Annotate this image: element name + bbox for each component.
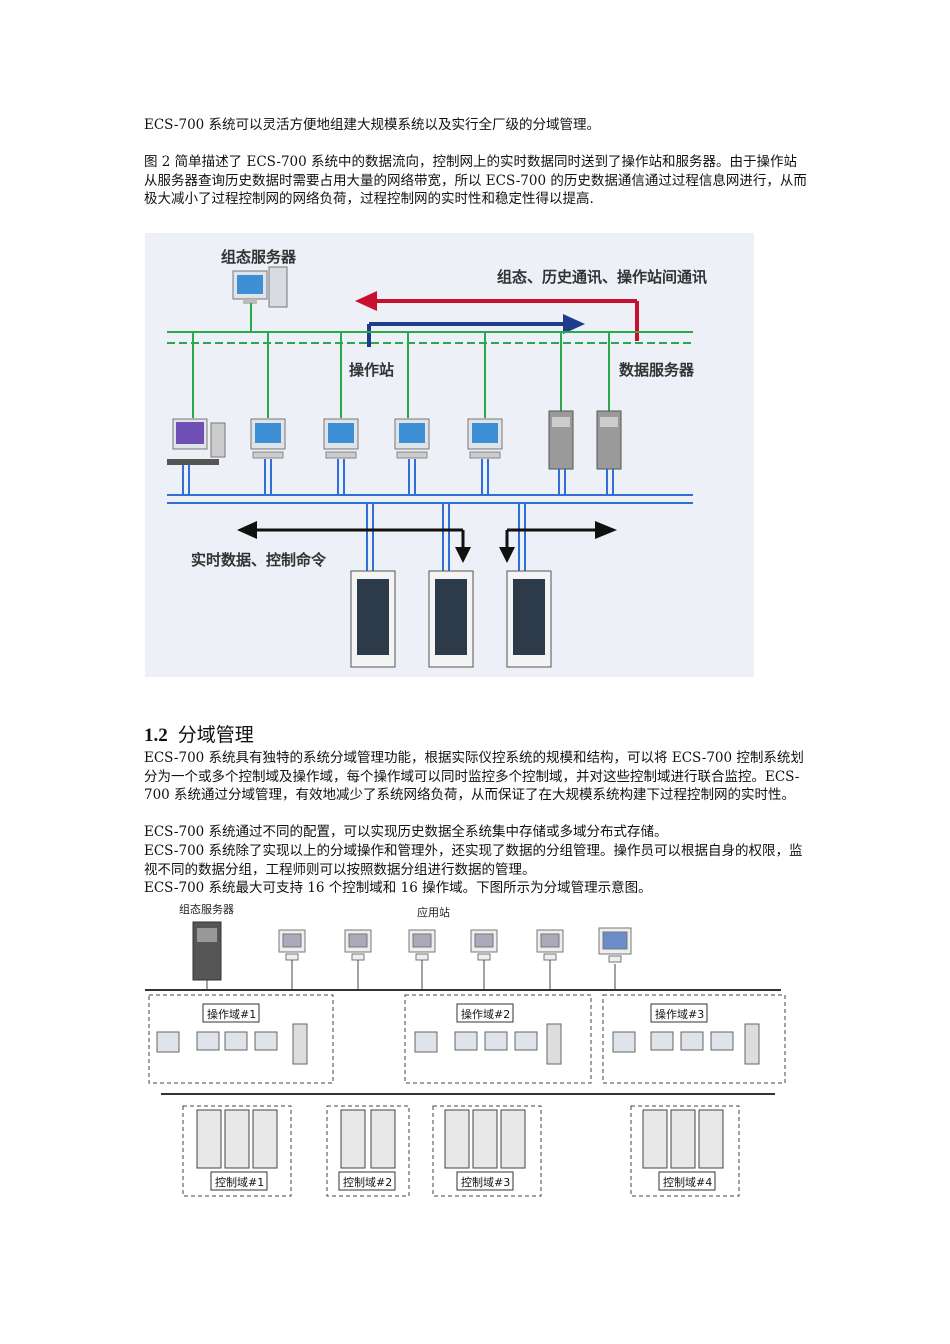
op-domain-box: [148, 994, 334, 1084]
control-cabinet-icon: [428, 570, 474, 668]
app-station-icon: [536, 929, 564, 961]
paragraph-3: ECS-700 系统具有独特的系统分域管理功能，根据实际仪控系统的规模和结构，可…: [144, 750, 804, 804]
figure-domain-management: 组态服务器 应用站 操作域#1 操作域#2 操作域#3 控制域#1: [145, 902, 786, 1197]
figure-data-flow: 组态服务器 组态、历史通讯、操作站间通讯 操作站 数据服务器: [145, 233, 754, 677]
ctrl-domain-label-3: 控制域#3: [461, 1175, 510, 1189]
operator-station-label: 操作站: [349, 361, 394, 379]
app-station-icon: [408, 929, 436, 961]
app-station-icon: [278, 929, 306, 961]
cabinet-icon: [444, 1109, 526, 1169]
command-arrow-head: [595, 521, 617, 539]
realtime-flow-label: 实时数据、控制命令: [191, 551, 327, 569]
ctrl-domain-label-1: 控制域#1: [215, 1175, 264, 1189]
paragraph-4: ECS-700 系统通过不同的配置，可以实现历史数据全系统集中存储或多域分布式存…: [144, 824, 668, 840]
ctrl-domain-box: [432, 1105, 542, 1197]
paragraph-5: ECS-700 系统除了实现以上的分域操作和管理外，还实现了数据的分组管理。操作…: [144, 843, 803, 878]
top-flow-label: 组态、历史通讯、操作站间通讯: [497, 268, 707, 286]
op-station-icon: [612, 1023, 760, 1065]
app-station-label: 应用站: [417, 905, 450, 919]
paragraph-6: ECS-700 系统最大可支持 16 个控制域和 16 操作域。下图所示为分域管…: [144, 880, 652, 896]
op-domain-label-1: 操作域#1: [207, 1007, 256, 1021]
ctrl-domain-label-4: 控制域#4: [663, 1175, 712, 1189]
op-domain-label-2: 操作域#2: [461, 1007, 510, 1021]
op-station-icon: [156, 1023, 308, 1065]
app-station-icon: [344, 929, 372, 961]
ctrl-domain-box: [326, 1105, 410, 1197]
cabinet-icon: [340, 1109, 396, 1169]
ctrl-domain-box: [630, 1105, 740, 1197]
app-station-icon: [598, 927, 632, 963]
section-number: 1.2: [144, 725, 168, 746]
config-server-label-2: 组态服务器: [179, 902, 234, 916]
ctrl-domain-box: [182, 1105, 292, 1197]
op-station-icon: [414, 1023, 562, 1065]
section-heading: 1.2 分域管理: [144, 720, 254, 747]
server-tower-icon: [548, 410, 574, 470]
config-server-label: 组态服务器: [221, 248, 297, 266]
paragraph-1: ECS-700 系统可以灵活方便地组建大规模系统以及实行全厂级的分域管理。: [144, 117, 601, 133]
cabinet-icon: [196, 1109, 278, 1169]
control-cabinet-icon: [350, 570, 396, 668]
realtime-arrow-head: [237, 521, 257, 539]
op-domain-label-3: 操作域#3: [655, 1007, 704, 1021]
ctrl-domain-label-2: 控制域#2: [343, 1175, 392, 1189]
config-server-icon: [192, 921, 222, 981]
cabinet-icon: [642, 1109, 724, 1169]
control-cabinet-icon: [506, 570, 552, 668]
config-server-icon: [232, 266, 288, 308]
workstation-icon: [167, 418, 226, 465]
monitor-icon: [250, 418, 286, 459]
op-arrow-head: [563, 314, 585, 334]
server-tower-icon: [596, 410, 622, 470]
op-domain-box: [404, 994, 592, 1084]
data-server-label: 数据服务器: [619, 361, 695, 379]
history-arrow-head: [355, 291, 377, 311]
op-domain-box: [602, 994, 786, 1084]
section-title: 分域管理: [177, 724, 254, 746]
monitor-icon: [323, 418, 359, 459]
paragraph-2: 图 2 简单描述了 ECS-700 系统中的数据流向，控制网上的实时数据同时送到…: [144, 154, 807, 208]
monitor-icon: [467, 418, 503, 459]
app-station-icon: [470, 929, 498, 961]
monitor-icon: [394, 418, 430, 459]
